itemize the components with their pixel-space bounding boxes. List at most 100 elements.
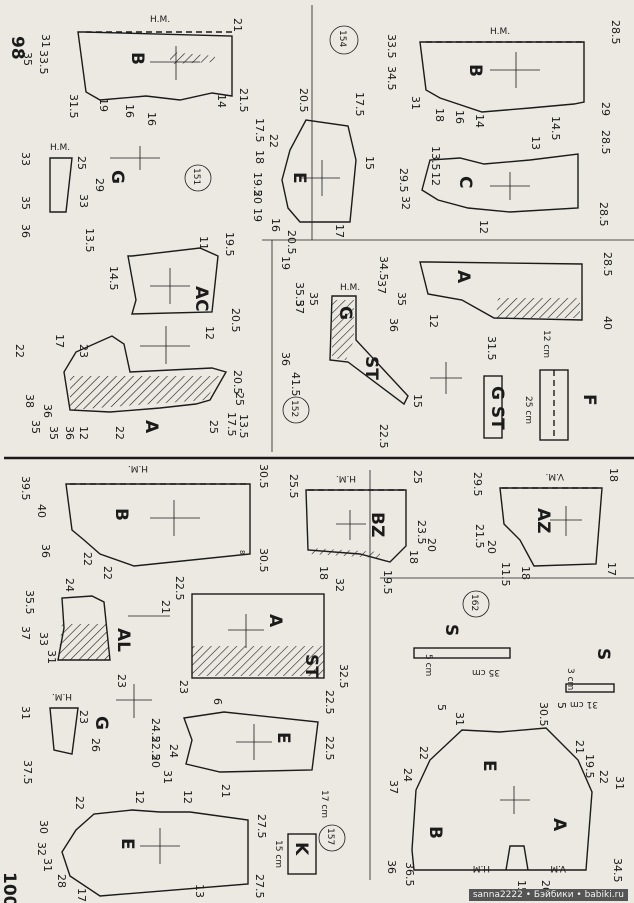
piece-b-bl-dim: 30.5 [257,548,270,573]
piece-a-dim: 12 [77,426,90,440]
piece-a-top-right: A 34.5 37 35 36 12 31.5 28.5 40 [375,252,614,361]
piece-g-dim: 25 [75,156,88,170]
piece-e-tr-dim: 18 [253,150,266,164]
piece-e-bl-label: E [117,838,137,850]
piece-bea-dim: 24 [401,768,414,782]
piece-b-top-right: B H.M. 33.5 34.5 28.5 31 18 16 14 14.5 2… [329,20,622,141]
piece-bea-hm: H.M [473,863,490,873]
piece-bz-dim: 23.5 [415,520,428,545]
piece-b-bl-dim: 36 [39,544,52,558]
piece-bea-dim: 31 [613,776,626,790]
piece-e-bottom-left: E 22 30 32 31 28 17 12 12 27.5 27.5 13 [35,790,268,902]
piece-bea-dim: 34.5 [611,858,624,883]
piece-e-tr-dim: 17.5 [253,118,266,143]
piece-bz-label: BZ [367,512,387,537]
piece-g-152-label: G [335,306,355,320]
piece-a-dim: 17 [53,334,66,348]
piece-a-bl-label: A [265,614,285,628]
piece-e-bm-dim: 22.5 [323,736,336,761]
piece-g-bl-label: G [91,716,111,730]
piece-e-bm-dim: 6 [211,698,224,705]
piece-al-dim: 23 [115,674,128,688]
piece-e-tr-dim: 20 [251,190,264,204]
piece-b-bl-dim: 39.5 [19,476,32,501]
piece-bea-dim: 21 [573,740,586,754]
piece-b-dim: 21 [231,18,244,32]
piece-c-dim: 12 [429,172,442,186]
ref-154: 154 [337,30,347,47]
piece-e-tr-dim: 22 [267,134,280,148]
piece-e-bm-label: E [273,732,293,744]
piece-ac-dim: 20.5 [229,308,242,333]
piece-al-dim: 37 [19,626,32,640]
piece-k-len1: 15 cm [273,840,283,868]
piece-a-dim: 35 [47,426,60,440]
piece-e-tr-dim: 19.5 [251,172,264,197]
piece-k: K 15 cm 17 cm 157 [273,790,346,875]
piece-ac: AC 13.5 14.5 11 19.5 20.5 12 [83,228,242,340]
piece-152-dim: 36 [279,352,292,366]
piece-e-tr-label: E [289,172,309,184]
piece-g-hm: H.M. [50,143,70,153]
piece-e-bl-dim: 17 [75,888,88,902]
piece-az: AZ V.M. 29.5 18 21.5 20 18 11.5 17 162 [462,468,620,618]
piece-st-152-label: ST [361,356,381,380]
piece-g-bl-dim: 23 [77,710,90,724]
strips-g-st-f: G ST F 25 cm 12 cm [483,330,599,441]
strip-s1-len2: 5 cm [423,654,433,676]
watermark: sanna2222 • Бэйбики • babiki.ru [468,889,628,901]
piece-a-tr-dim: 31.5 [485,336,498,361]
piece-e-bm-dim: 21 [219,784,232,798]
strip-s1: S 35 cm 5 cm [413,624,511,677]
piece-b-dim: 35 [21,52,34,66]
piece-e-bl-dim: 32 [35,842,48,856]
piece-b-bl-label: B [111,508,131,521]
piece-bz-dim: 19.5 [381,570,394,595]
piece-az-dim: 18 [519,566,532,580]
piece-e-bm-dim: 22.5 [323,690,336,715]
piece-a-dim: 38 [23,394,36,408]
piece-a-tr-dim: 12 [427,314,440,328]
piece-ac-dim: 13.5 [83,228,96,253]
piece-152-dim: 19 [279,256,292,270]
piece-b-tr-dim: 14.5 [549,116,562,141]
piece-e-bl-dim: 31 [41,858,54,872]
piece-a-dim: 17.5 [225,412,238,437]
piece-152-dim: 15 [411,394,424,408]
piece-k-len2: 17 cm [319,790,329,818]
piece-e-label-br: E [479,760,499,772]
piece-e-bl-dim: 12 [181,790,194,804]
piece-bea-dim: 22 [417,746,430,760]
piece-152-dim: 41.5 [289,372,302,397]
strip-s2-len2: 3 cm [565,668,575,690]
piece-a-dim: 20.5 [231,370,244,395]
piece-a-dim: 25 [233,392,246,406]
piece-b-bottom-left: B H.M. 39.5 30.5 40 36 22 22 30.5 8 [19,463,270,580]
piece-bz-dim: 18 [407,550,420,564]
piece-e-bl-dim: 22 [73,796,86,810]
piece-a-tr-dim: 37 [375,280,388,294]
piece-bz-hm: H.M. [336,473,356,483]
piece-g-bl-hm: H.M. [52,691,72,701]
piece-e-tr-dim: 16 [269,218,282,232]
piece-e-bm-dim: 24 [167,744,180,758]
piece-b-tr-hm: H.M. [490,27,510,37]
piece-e-tr-dim: 19 [251,208,264,222]
strip-s1-len1: 35 cm [472,667,500,677]
piece-b-bl-dim: 40 [35,504,48,518]
piece-bz-dim: 20 [425,538,438,552]
piece-b-label-br: B [425,826,445,839]
ref-157: 157 [325,828,335,845]
piece-bz-dim: 25.5 [287,474,300,499]
piece-b-dim: 33.5 [37,50,50,75]
piece-bea-dim: 5 [435,704,448,711]
piece-bea-dim: 19.5 [583,754,596,779]
piece-al-dim: 24 [63,578,76,592]
piece-c-label: C [455,176,475,188]
piece-az-label: AZ [533,508,553,533]
piece-a-bl-dim: 32 [333,578,346,592]
piece-b-bl-dim: 30.5 [257,464,270,489]
piece-e-tr-dim: 17.5 [353,92,366,117]
piece-g-bl-dim: 37.5 [21,760,34,785]
